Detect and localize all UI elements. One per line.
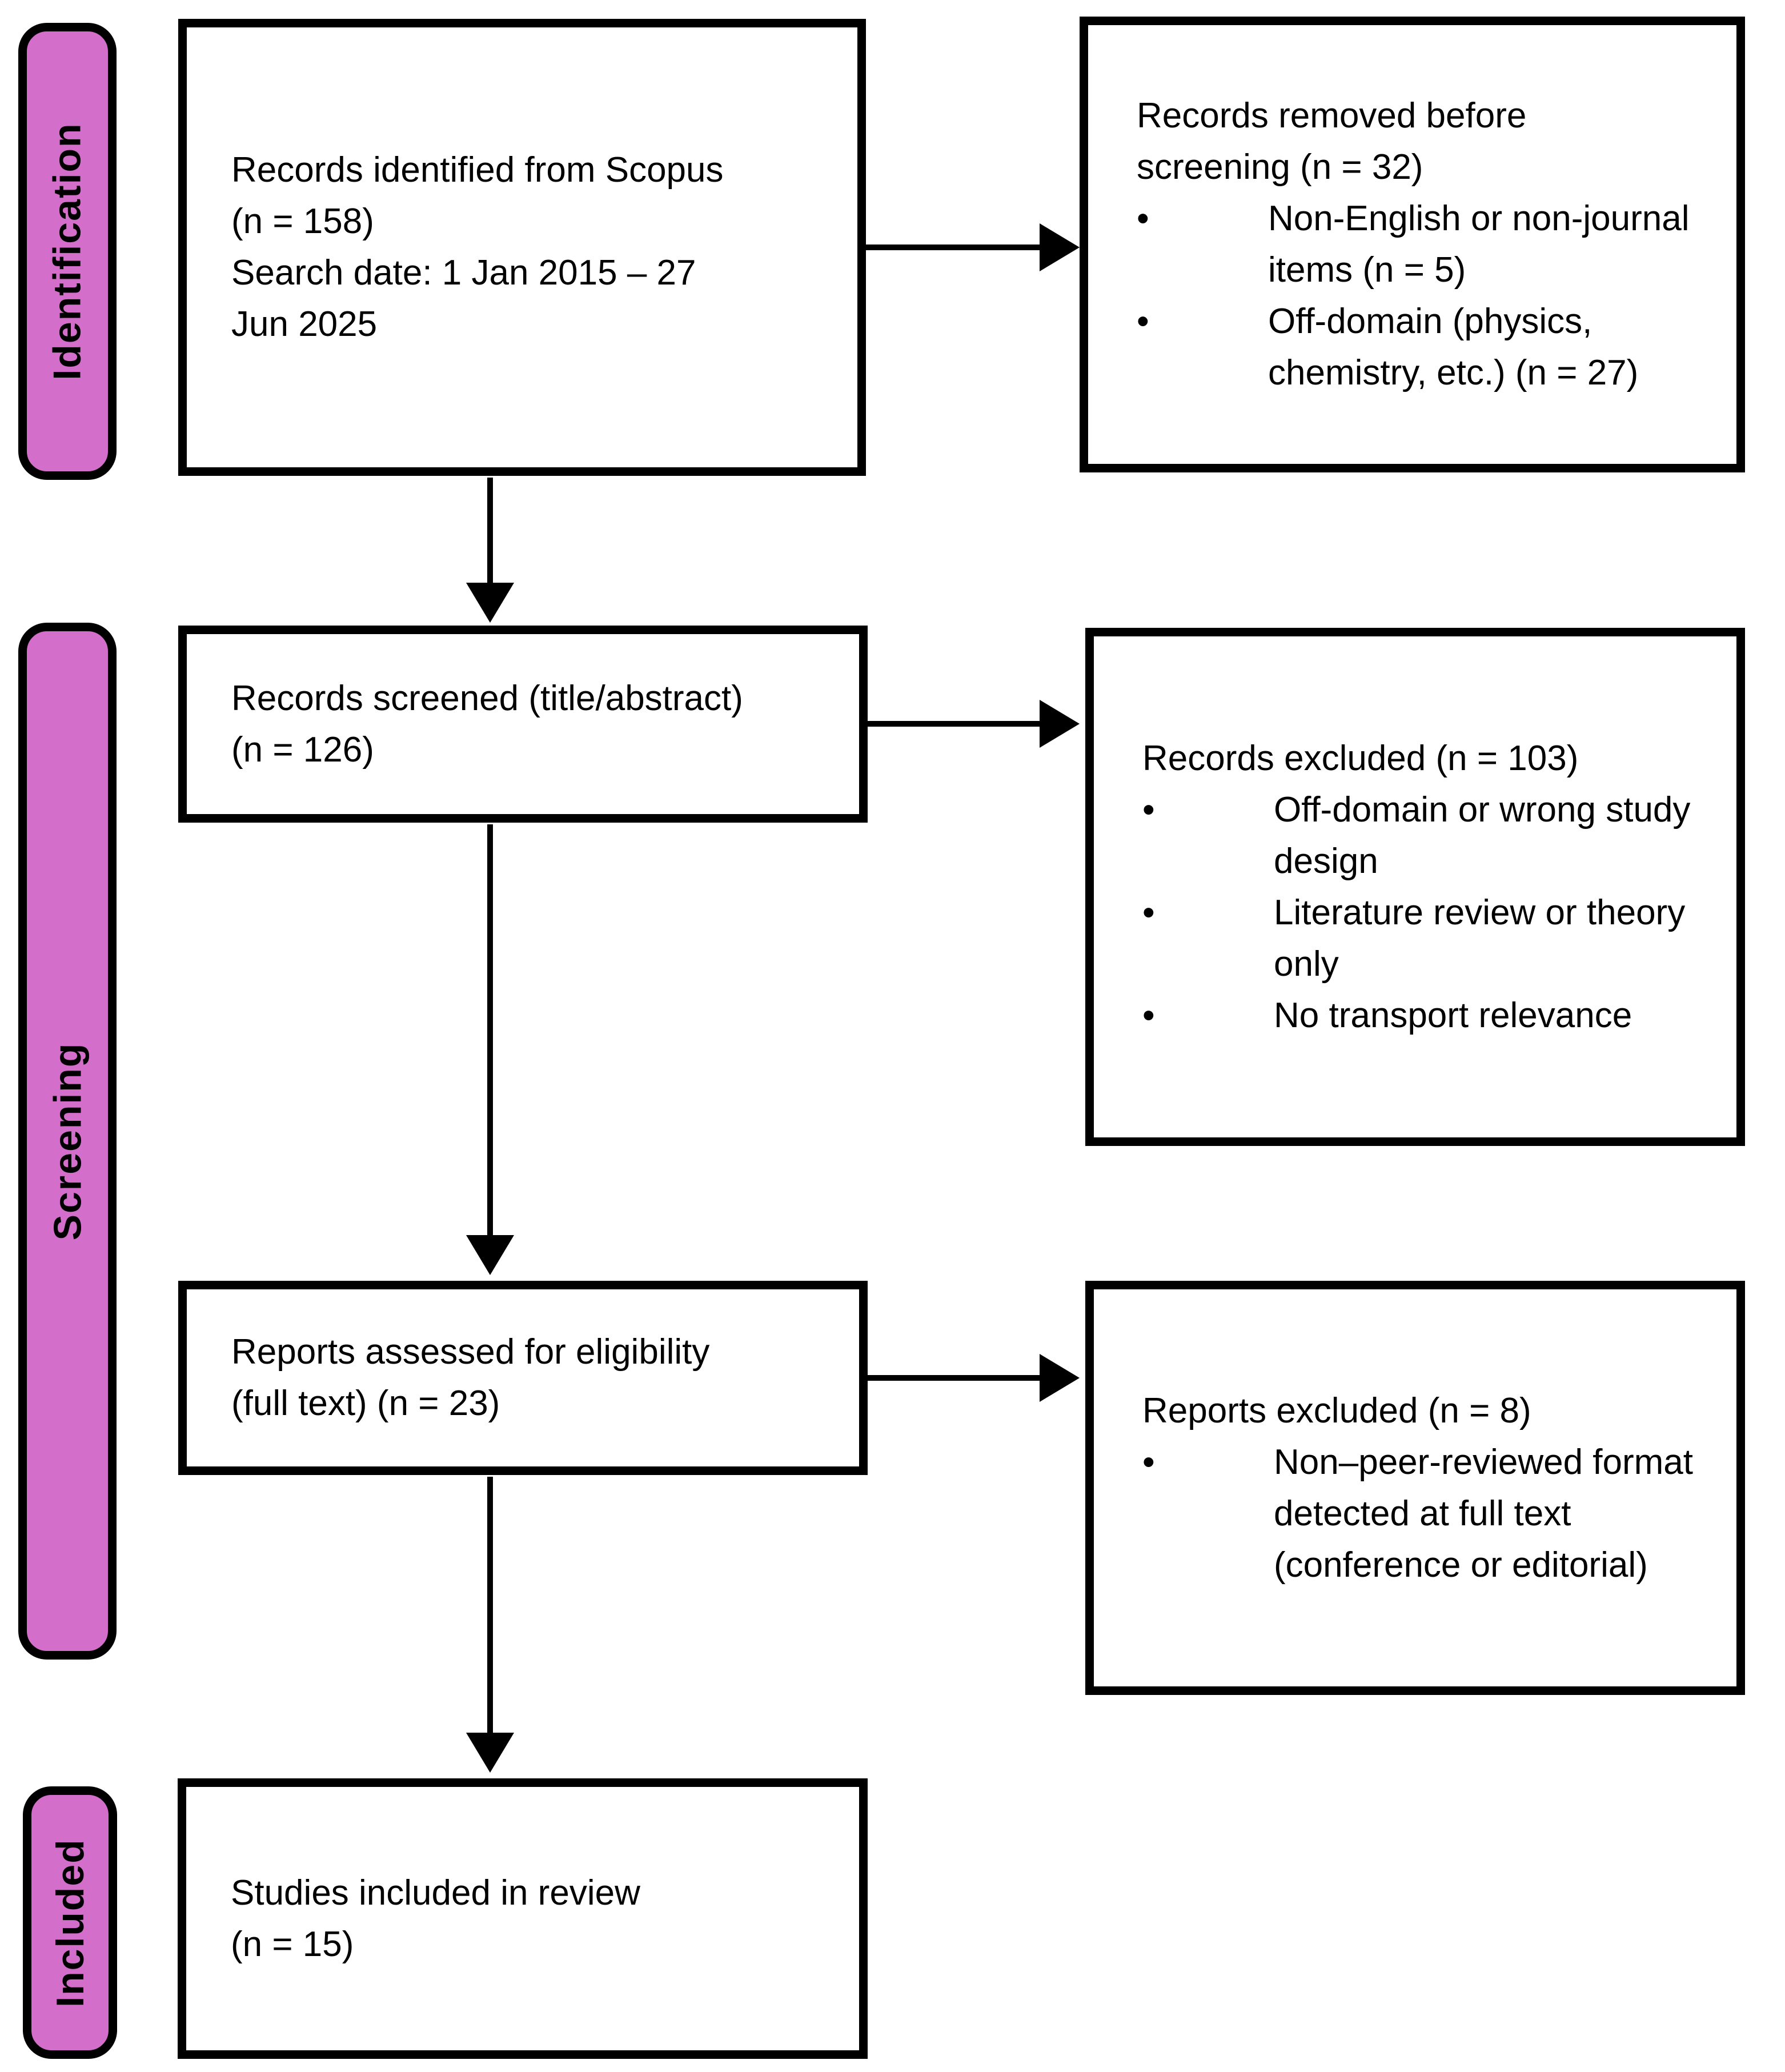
box-reports-assessed: Reports assessed for eligibility (full t… bbox=[178, 1281, 868, 1475]
bullet-marker: • bbox=[1137, 199, 1149, 238]
box-reports-excluded-title: Reports excluded (n = 8) bbox=[1142, 1390, 1531, 1430]
bullet-item: • Non–peer-reviewed format detected at f… bbox=[1142, 1437, 1722, 1591]
arrowhead-identified-to-removed bbox=[1040, 223, 1080, 271]
box-records-identified-text: Records identified from Scopus (n = 158)… bbox=[231, 150, 724, 344]
box-records-identified: Records identified from Scopus (n = 158)… bbox=[178, 19, 866, 476]
box-studies-included: Studies included in review (n = 15) bbox=[178, 1778, 868, 2059]
bullet-marker: • bbox=[1142, 1442, 1155, 1482]
bullet-item: • Literature review or theory only bbox=[1142, 887, 1722, 990]
box-records-removed: Records removed before screening (n = 32… bbox=[1080, 17, 1745, 472]
box-records-removed-title: Records removed before screening (n = 32… bbox=[1137, 96, 1527, 187]
box-studies-included-text: Studies included in review (n = 15) bbox=[231, 1873, 640, 1964]
arrowhead-identified-to-screened bbox=[466, 583, 514, 623]
box-records-screened-text: Records screened (title/abstract) (n = 1… bbox=[231, 678, 743, 770]
arrow-screened-to-excluded bbox=[865, 721, 1041, 727]
bullet-item: • No transport relevance bbox=[1142, 990, 1722, 1041]
bullet-text: No transport relevance bbox=[1274, 995, 1632, 1035]
arrowhead-assessed-to-excluded bbox=[1040, 1354, 1080, 1402]
bullet-text: Off-domain or wrong study design bbox=[1274, 789, 1691, 881]
arrow-assessed-to-included bbox=[487, 1477, 493, 1734]
arrowhead-screened-to-assessed bbox=[466, 1235, 514, 1275]
stage-label-included: Included bbox=[23, 1786, 117, 2059]
bullet-text: Non-English or non-journal items (n = 5) bbox=[1268, 199, 1690, 290]
box-records-excluded-title: Records excluded (n = 103) bbox=[1142, 738, 1579, 778]
arrowhead-screened-to-excluded bbox=[1040, 700, 1080, 748]
bullet-marker: • bbox=[1137, 302, 1149, 341]
bullet-item: • Off-domain (physics, chemistry, etc.) … bbox=[1137, 296, 1722, 399]
stage-label-identification: Identification bbox=[18, 23, 117, 480]
arrow-assessed-to-excluded bbox=[865, 1375, 1041, 1381]
arrowhead-assessed-to-included bbox=[466, 1733, 514, 1773]
box-records-excluded: Records excluded (n = 103) • Off-domain … bbox=[1085, 628, 1745, 1146]
box-reports-assessed-text: Reports assessed for eligibility (full t… bbox=[231, 1332, 710, 1423]
bullet-marker: • bbox=[1142, 789, 1155, 829]
arrow-screened-to-assessed bbox=[487, 824, 493, 1236]
bullet-text: Literature review or theory only bbox=[1274, 892, 1686, 984]
box-reports-excluded: Reports excluded (n = 8) • Non–peer-revi… bbox=[1085, 1281, 1745, 1695]
bullet-marker: • bbox=[1142, 995, 1155, 1035]
arrow-identified-to-removed bbox=[864, 245, 1041, 250]
stage-label-screening-text: Screening bbox=[46, 1042, 89, 1240]
stage-label-screening: Screening bbox=[18, 623, 117, 1660]
bullet-text: Non–peer-reviewed format detected at ful… bbox=[1274, 1442, 1694, 1585]
bullet-item: • Non-English or non-journal items (n = … bbox=[1137, 193, 1722, 296]
stage-label-identification-text: Identification bbox=[46, 122, 90, 380]
bullet-marker: • bbox=[1142, 892, 1155, 932]
arrow-identified-to-screened bbox=[487, 478, 493, 584]
box-records-screened: Records screened (title/abstract) (n = 1… bbox=[178, 626, 868, 823]
stage-label-included-text: Included bbox=[48, 1838, 92, 2007]
bullet-item: • Off-domain or wrong study design bbox=[1142, 784, 1722, 887]
bullet-text: Off-domain (physics, chemistry, etc.) (n… bbox=[1268, 302, 1639, 392]
